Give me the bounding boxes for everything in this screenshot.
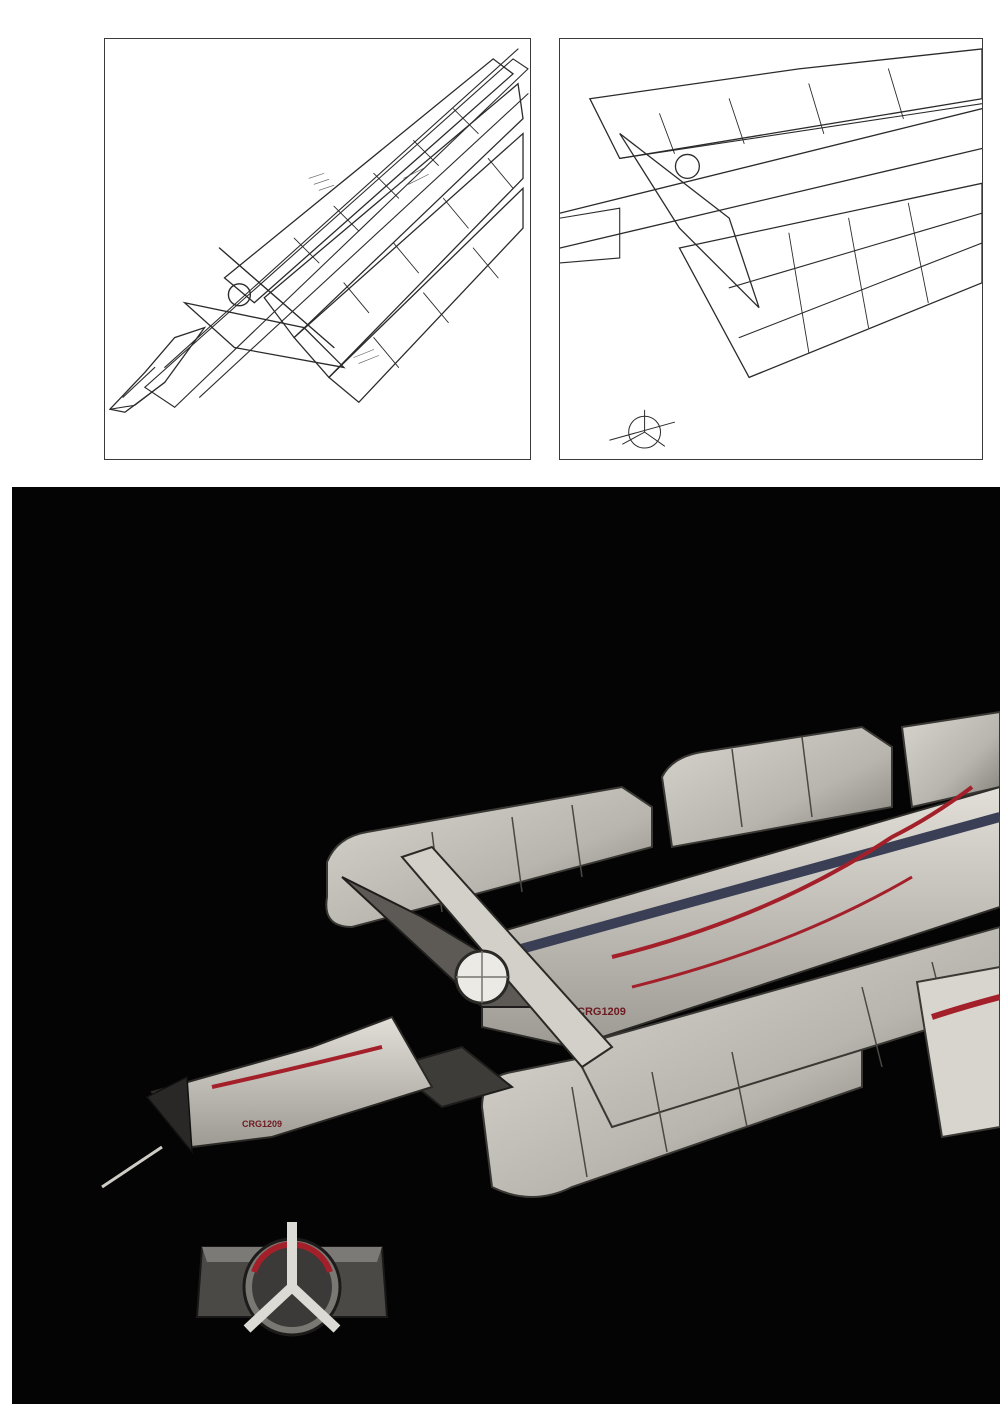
nose-section: CRG1209: [101, 1015, 434, 1189]
sketch-panel-right: [559, 38, 983, 460]
partial-ship-fragment: [915, 965, 1000, 1139]
emblem-detail: [195, 1222, 389, 1337]
hull-marking-nose: CRG1209: [242, 1119, 282, 1129]
ship-render: CRG1209 CRG1209: [101, 710, 1000, 1337]
ship-render-panel: CRG1209 CRG1209: [12, 487, 1000, 1404]
upper-pods: [325, 710, 1000, 929]
cross-structure: [341, 845, 614, 1109]
sketch-panel-left: [104, 38, 531, 460]
ship-sketch-top: [560, 48, 982, 449]
hull-marking-main: CRG1209: [577, 1006, 626, 1018]
main-hull: CRG1209: [481, 785, 1000, 1049]
ship-sketch-angled: [108, 48, 529, 413]
